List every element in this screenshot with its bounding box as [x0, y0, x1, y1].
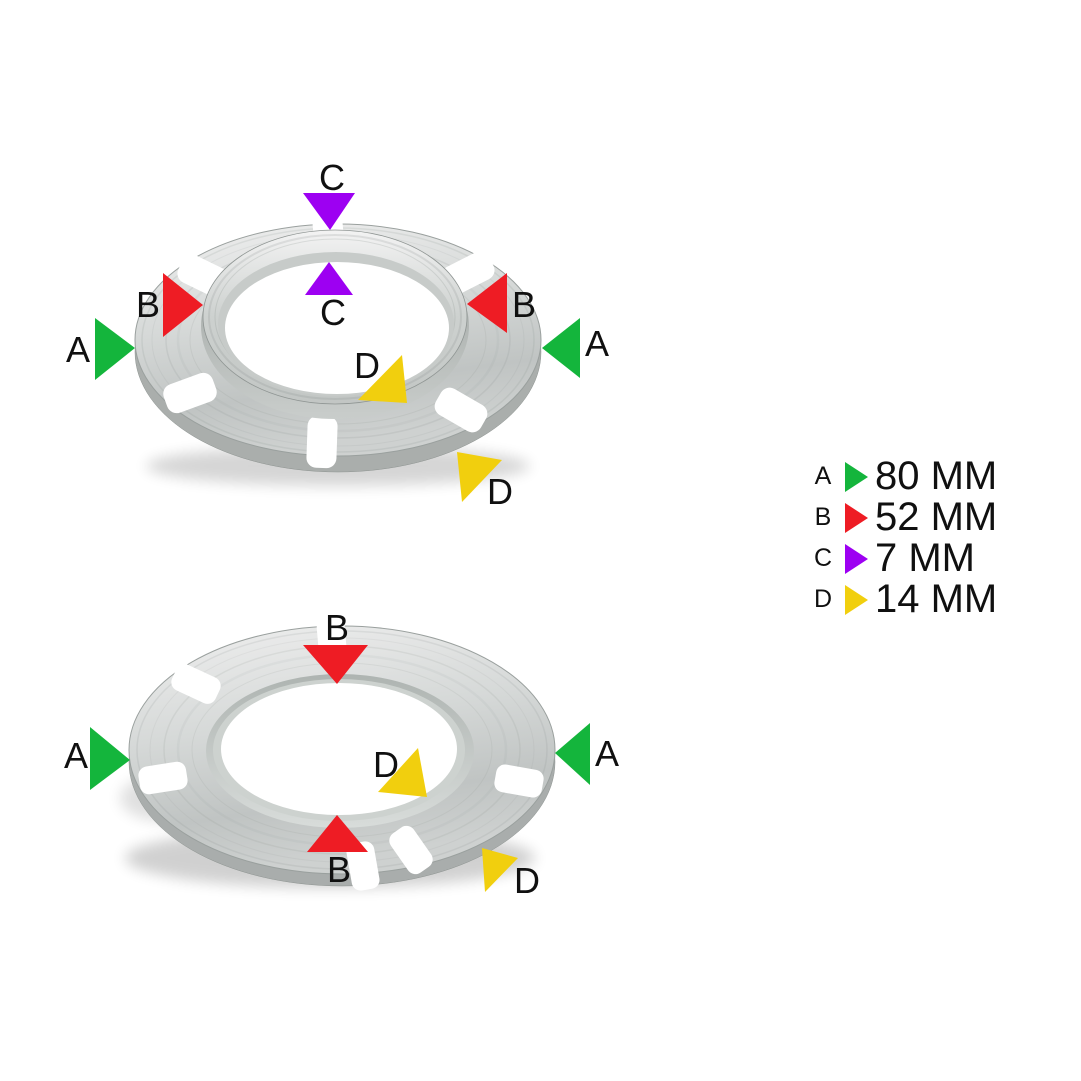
legend-arrow-icon-b [845, 502, 868, 533]
dimension-arrow-c-top [303, 193, 355, 230]
dimension-arrow-b-top [303, 645, 368, 684]
notch-cutout [346, 841, 380, 891]
dimension-arrow-a-right [555, 723, 590, 785]
notch-cutout [306, 415, 338, 469]
right-arrow-icon [845, 584, 868, 615]
legend-row-d: D 14 MM [808, 577, 998, 621]
dimension-label-d-outer: D [514, 860, 540, 901]
dimension-arrow-a-right [542, 318, 580, 378]
dimension-label-d-outer: D [487, 471, 513, 512]
dimension-label-b-top: B [325, 607, 349, 648]
notch-cutout [434, 387, 488, 433]
dimension-arrow-c-bottom [305, 262, 353, 295]
washer-bottom-view: B B A A D D [64, 607, 619, 901]
legend-key-c: C [813, 544, 833, 572]
dimension-arrow-b-bottom [307, 815, 368, 852]
dimension-label-a-left: A [64, 735, 88, 776]
legend-arrow-icon-a [845, 461, 868, 492]
legend-value-d: 14 MM [875, 577, 998, 621]
top-view-dimension-markers: C C B B A A D D [66, 157, 609, 512]
dimension-label-c-top: C [319, 157, 345, 198]
dimension-arrow-d-outer [482, 848, 518, 892]
dimension-label-c-bottom: C [320, 292, 346, 333]
dimension-arrow-d-inner [358, 355, 407, 403]
notch-cutout [494, 764, 544, 798]
dimension-arrow-b-right [467, 273, 507, 333]
notch-cutout [163, 372, 217, 414]
dimension-label-b-bottom: B [327, 849, 351, 890]
legend: A 80 MM B 52 MM C 7 MM D 14 MM [808, 454, 998, 621]
right-arrow-icon [845, 502, 868, 533]
notch-cutout [138, 761, 188, 795]
top-washer-notches [163, 213, 495, 469]
top-washer-hole [225, 262, 449, 394]
right-arrow-icon [845, 461, 868, 492]
notch-cutout [389, 825, 433, 875]
notch-cutout [171, 664, 221, 704]
legend-key-b: B [814, 503, 832, 531]
legend-row-b: B 52 MM [808, 495, 998, 539]
dimension-label-a-right: A [585, 323, 609, 364]
legend-arrow-icon-d [845, 584, 868, 615]
dimension-label-a-right: A [595, 733, 619, 774]
washer-top-view: C C B B A A D D [66, 157, 609, 512]
dimension-arrow-a-left [95, 318, 135, 380]
dimension-label-d-inner: D [354, 345, 380, 386]
legend-key-a: A [814, 462, 832, 490]
dimension-label-b-left: B [136, 284, 160, 325]
legend-row-c: C 7 MM [808, 536, 997, 580]
legend-row-a: A 80 MM [808, 454, 998, 498]
dimension-arrow-a-left [90, 727, 130, 790]
dimension-label-b-right: B [512, 284, 536, 325]
dimension-label-d-inner: D [373, 744, 399, 785]
legend-value-b: 52 MM [875, 495, 998, 539]
legend-key-d: D [813, 585, 833, 613]
legend-value-a: 80 MM [875, 454, 998, 498]
legend-arrow-icon-c [845, 543, 868, 574]
legend-value-c: 7 MM [875, 536, 975, 580]
bottom-view-dimension-markers: B B A A D D [64, 607, 619, 901]
dimension-arrow-d-inner [378, 748, 427, 797]
dimension-label-a-left: A [66, 329, 90, 370]
texture-arc [208, 234, 462, 400]
dimension-arrow-d-outer [457, 452, 502, 502]
right-arrow-icon [845, 543, 868, 574]
dimension-arrow-b-left [163, 273, 203, 337]
